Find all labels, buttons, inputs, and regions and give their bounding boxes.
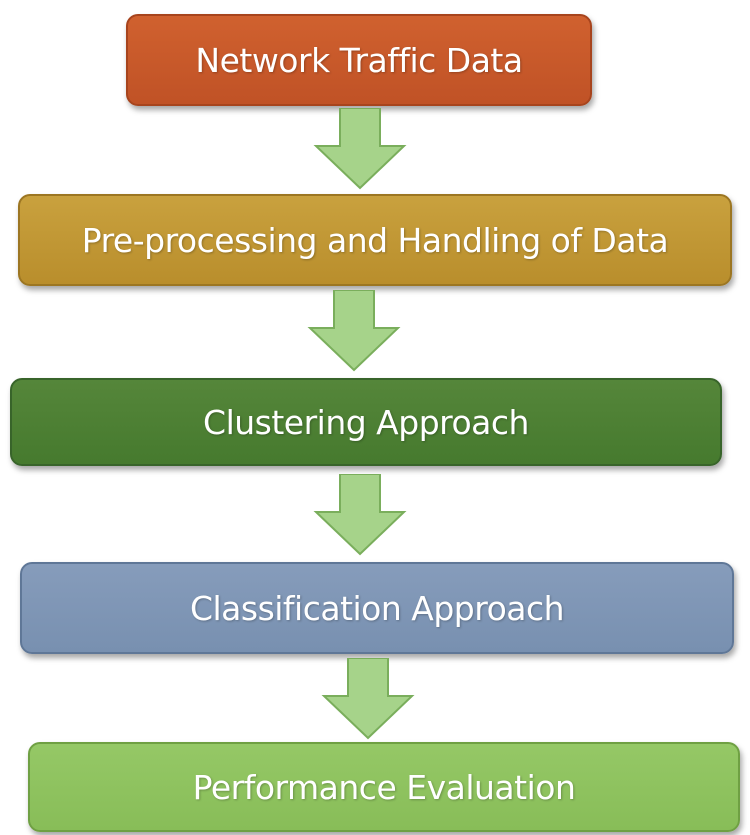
- step-pre-processing: Pre-processing and Handling of Data: [18, 194, 732, 286]
- step-label: Network Traffic Data: [195, 40, 523, 80]
- step-clustering-approach: Clustering Approach: [10, 378, 722, 466]
- down-arrow-icon: [321, 658, 415, 740]
- step-label: Pre-processing and Handling of Data: [81, 220, 669, 260]
- down-arrow-icon: [307, 290, 401, 372]
- step-label: Performance Evaluation: [192, 767, 576, 807]
- down-arrow-icon: [313, 108, 407, 190]
- step-label: Clustering Approach: [203, 402, 529, 442]
- down-arrow-icon: [313, 474, 407, 556]
- step-performance-evaluation: Performance Evaluation: [28, 742, 740, 832]
- step-classification-approach: Classification Approach: [20, 562, 734, 654]
- step-label: Classification Approach: [189, 588, 565, 628]
- step-network-traffic-data: Network Traffic Data: [126, 14, 592, 106]
